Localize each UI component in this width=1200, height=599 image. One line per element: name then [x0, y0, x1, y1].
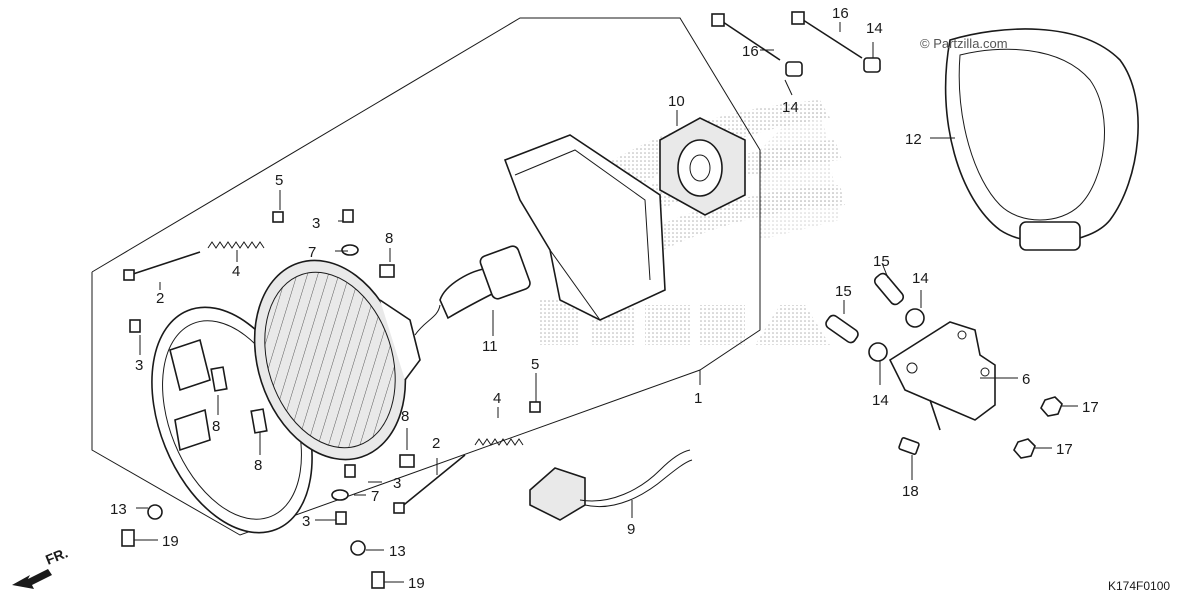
callout-8-b: 8 [212, 418, 220, 435]
mounting-plate [888, 321, 996, 431]
collar-mid-upper [905, 308, 925, 328]
adjusting-screw-upper [123, 251, 201, 281]
adjusting-spring-upper [207, 241, 265, 249]
callout-6: 6 [1022, 371, 1030, 388]
callout-19-lower: 19 [408, 575, 425, 592]
small-nut-lower [529, 401, 541, 413]
washer-upper [341, 244, 359, 256]
callout-10: 10 [668, 93, 685, 110]
headlight-case [944, 28, 1139, 251]
callout-3-a: 3 [312, 215, 320, 232]
callout-19-left: 19 [162, 533, 179, 550]
callout-14-b: 14 [866, 20, 883, 37]
callout-4-lower: 4 [493, 390, 501, 407]
callout-3-b: 3 [135, 357, 143, 374]
callout-9: 9 [627, 521, 635, 538]
callout-16-right: 16 [832, 5, 849, 22]
wire-harness [529, 449, 693, 521]
headlight-stay-bracket [503, 134, 666, 321]
callout-14-a: 14 [782, 99, 799, 116]
front-direction-arrow-icon: FR. [12, 544, 70, 589]
callout-3-d: 3 [302, 513, 310, 530]
callouts: 1 2 2 3 3 3 3 4 4 5 5 6 7 7 8 8 8 8 9 10… [110, 5, 1099, 592]
callout-12: 12 [905, 131, 922, 148]
callout-7-upper: 7 [308, 244, 316, 261]
callout-17-upper: 17 [1082, 399, 1099, 416]
screw-small-a [342, 209, 354, 223]
callout-5-lower: 5 [531, 356, 539, 373]
callout-1: 1 [694, 390, 702, 407]
callout-18: 18 [902, 483, 919, 500]
leader-lines [134, 22, 1078, 583]
collar-mid-lower [868, 342, 888, 362]
clip-a [379, 264, 395, 278]
clip-nut [898, 437, 920, 455]
callout-2-lower: 2 [432, 435, 440, 452]
callout-4-upper: 4 [232, 263, 240, 280]
pin-lower [825, 314, 859, 344]
nut-upper [1040, 396, 1063, 417]
adjusting-screw-lower [393, 454, 466, 514]
callout-13-left: 13 [110, 501, 127, 518]
bolt-lower [371, 571, 385, 589]
clip-b [399, 454, 415, 468]
screw-small-b [129, 319, 141, 333]
adjusting-spring-lower [474, 438, 524, 446]
pin-upper [873, 272, 905, 306]
callout-16-left: 16 [742, 43, 759, 60]
mounting-bolt-upper-left [711, 13, 781, 61]
callout-7-lower: 7 [371, 488, 379, 505]
direction-label: FR. [43, 544, 70, 567]
callout-13-lower: 13 [389, 543, 406, 560]
bolt-left [121, 529, 135, 547]
watermark-text: © Partzilla.com [920, 36, 1008, 51]
callout-8-d: 8 [401, 408, 409, 425]
callout-2-upper: 2 [156, 290, 164, 307]
nut-lower [1013, 438, 1036, 459]
callout-15-lower: 15 [835, 283, 852, 300]
callout-3-c: 3 [393, 475, 401, 492]
honda-logotype-watermark [540, 300, 830, 345]
small-nut-upper [272, 211, 284, 223]
headlight-unit [253, 259, 421, 461]
callout-14-d: 14 [872, 392, 889, 409]
assembly-frame [91, 17, 761, 536]
diagram-code: K174F0100 [1108, 579, 1170, 593]
callout-5-upper: 5 [275, 172, 283, 189]
grommet-lower [350, 540, 366, 556]
collar-upper-right [863, 57, 881, 73]
callout-15-upper: 15 [873, 253, 890, 270]
callout-8-c: 8 [254, 457, 262, 474]
collar-upper-left [785, 61, 803, 77]
bulb-socket [659, 117, 746, 216]
mounting-bolt-upper-right [791, 11, 863, 59]
callout-8-a: 8 [385, 230, 393, 247]
screw-small-d [335, 511, 347, 525]
headlight-bulb [414, 245, 531, 336]
callout-17-lower: 17 [1056, 441, 1073, 458]
washer-lower [331, 489, 349, 501]
callout-11: 11 [482, 338, 498, 355]
grommet-left [147, 504, 163, 520]
screw-small-c [344, 464, 356, 478]
callout-14-c: 14 [912, 270, 929, 287]
